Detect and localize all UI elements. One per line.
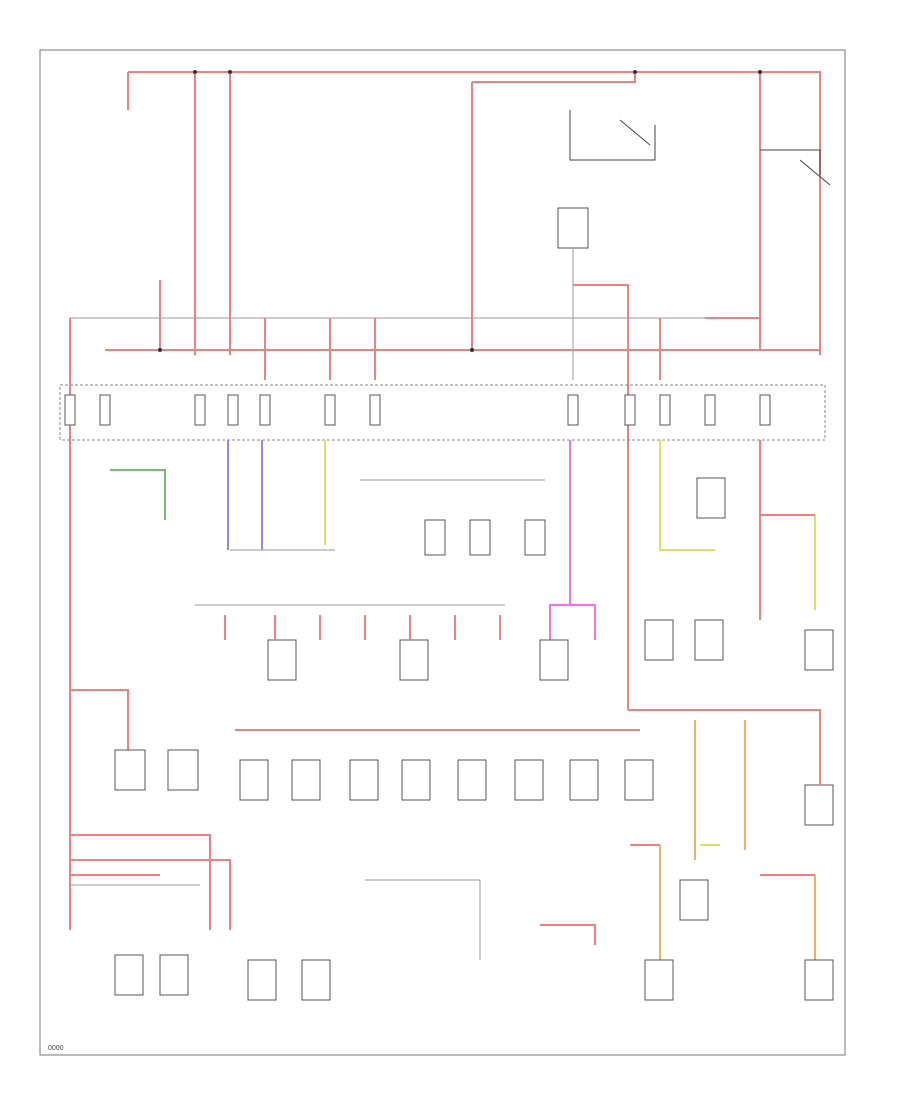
right-orange-wiring [628,709,821,960]
top-power-bus [127,70,821,355]
relay-top-right [557,110,831,710]
lower-middle-components [235,729,834,826]
middle-components [267,477,834,681]
diagram-code: 0000 [48,1045,64,1052]
left-column [69,689,231,930]
middle-red-drops [224,440,815,640]
second-power-bus [69,280,820,690]
fuse-box-top [557,207,589,249]
fuse-row [64,394,771,426]
bottom-components [114,874,834,1001]
diagram-frame [39,49,846,1056]
fuse-block [59,384,826,441]
